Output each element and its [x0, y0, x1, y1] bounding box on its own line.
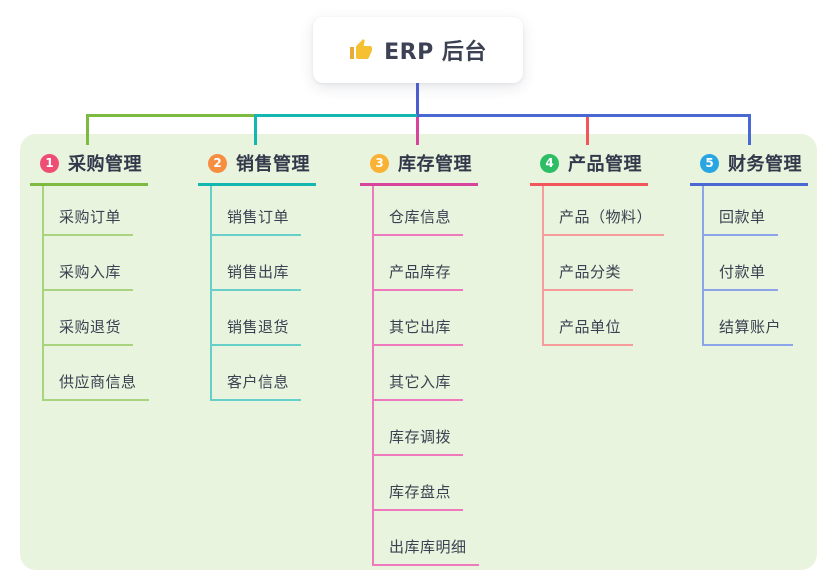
branch-children: 仓库信息产品库存其它出库其它入库库存调拨库存盘点出库库明细	[372, 186, 479, 566]
branch-4: 4 产品管理 产品（物料） 产品分类产品单位	[530, 150, 665, 346]
branch-title: 库存管理	[398, 154, 472, 175]
branch-number-badge: 3	[370, 153, 389, 173]
child-node[interactable]: 出库库明细	[374, 536, 479, 566]
child-node[interactable]: 其它入库	[374, 371, 464, 401]
child-node[interactable]: 销售出库	[212, 261, 302, 291]
branch-1: 1 采购管理 采购订单采购入库采购退货供应商信息	[30, 150, 149, 401]
child-node[interactable]: 采购退货	[44, 316, 134, 346]
child-node[interactable]: 付款单	[704, 261, 778, 291]
connector-horizontal-branch2	[254, 114, 417, 117]
branch-header[interactable]: 1 采购管理	[30, 150, 148, 186]
branch-children: 销售订单销售出库销售退货客户信息	[210, 186, 302, 401]
connector-horizontal-branch5	[417, 114, 751, 117]
child-row: 结算账户	[704, 291, 794, 346]
branch-3: 3 库存管理 仓库信息产品库存其它出库其它入库库存调拨库存盘点出库库明细	[360, 150, 479, 566]
child-row: 采购订单	[44, 186, 149, 236]
child-node[interactable]: 采购入库	[44, 261, 134, 291]
branch-number-badge: 5	[700, 153, 719, 173]
branch-title: 财务管理	[728, 154, 802, 175]
branch-number-badge: 4	[540, 153, 559, 173]
child-row: 其它出库	[374, 291, 479, 346]
thumbs-up-icon	[349, 38, 373, 62]
branch-title: 销售管理	[236, 154, 310, 175]
branch-header[interactable]: 3 库存管理	[360, 150, 478, 186]
branch-children: 采购订单采购入库采购退货供应商信息	[42, 186, 149, 401]
child-row: 产品分类	[544, 236, 664, 291]
root-node-label: ERP 后台	[384, 40, 487, 65]
connector-root-vertical	[416, 83, 419, 115]
child-node[interactable]: 客户信息	[212, 371, 302, 401]
child-row: 采购退货	[44, 291, 149, 346]
branch-title: 采购管理	[68, 154, 142, 175]
child-row: 产品单位	[544, 291, 664, 346]
child-node[interactable]: 结算账户	[704, 316, 794, 346]
child-row: 仓库信息	[374, 186, 479, 236]
child-row: 客户信息	[212, 346, 302, 401]
child-node[interactable]: 产品（物料）	[544, 206, 665, 236]
child-node[interactable]: 产品库存	[374, 261, 464, 291]
branch-title: 产品管理	[568, 154, 642, 175]
child-node[interactable]: 销售订单	[212, 206, 302, 236]
connector-drop-branch3	[416, 117, 419, 145]
child-row: 付款单	[704, 236, 793, 291]
child-node[interactable]: 库存盘点	[374, 481, 464, 511]
child-row: 销售退货	[212, 291, 302, 346]
branches-panel	[20, 134, 817, 570]
branch-number-badge: 1	[40, 153, 59, 173]
branch-5: 5 财务管理 回款单付款单结算账户	[690, 150, 808, 346]
child-row: 销售出库	[212, 236, 302, 291]
branch-header[interactable]: 4 产品管理	[530, 150, 648, 186]
child-row: 库存盘点	[374, 456, 479, 511]
child-row: 其它入库	[374, 346, 479, 401]
child-node[interactable]: 供应商信息	[44, 371, 149, 401]
connector-horizontal-branch1	[86, 114, 254, 117]
child-row: 产品库存	[374, 236, 479, 291]
child-node[interactable]: 仓库信息	[374, 206, 464, 236]
connector-drop-branch5	[748, 114, 751, 145]
child-node[interactable]: 产品单位	[544, 316, 634, 346]
child-node[interactable]: 回款单	[704, 206, 778, 236]
child-row: 供应商信息	[44, 346, 149, 401]
child-row: 回款单	[704, 186, 793, 236]
branch-header[interactable]: 5 财务管理	[690, 150, 808, 186]
child-node[interactable]: 销售退货	[212, 316, 302, 346]
child-node[interactable]: 采购订单	[44, 206, 134, 236]
branch-children: 产品（物料） 产品分类产品单位	[542, 186, 665, 346]
child-node[interactable]: 其它出库	[374, 316, 464, 346]
child-row: 采购入库	[44, 236, 149, 291]
connector-drop-branch2	[254, 114, 257, 145]
child-row: 产品（物料）	[544, 186, 665, 236]
child-node[interactable]: 产品分类	[544, 261, 634, 291]
child-row: 出库库明细	[374, 511, 479, 566]
child-node[interactable]: 库存调拨	[374, 426, 464, 456]
branch-number-badge: 2	[208, 153, 227, 173]
root-node-erp[interactable]: ERP 后台	[313, 17, 523, 83]
branch-header[interactable]: 2 销售管理	[198, 150, 316, 186]
branch-children: 回款单付款单结算账户	[702, 186, 794, 346]
child-row: 库存调拨	[374, 401, 479, 456]
connector-drop-branch1	[86, 114, 89, 145]
branch-2: 2 销售管理 销售订单销售出库销售退货客户信息	[198, 150, 316, 401]
child-row: 销售订单	[212, 186, 302, 236]
connector-drop-branch4	[586, 117, 589, 145]
